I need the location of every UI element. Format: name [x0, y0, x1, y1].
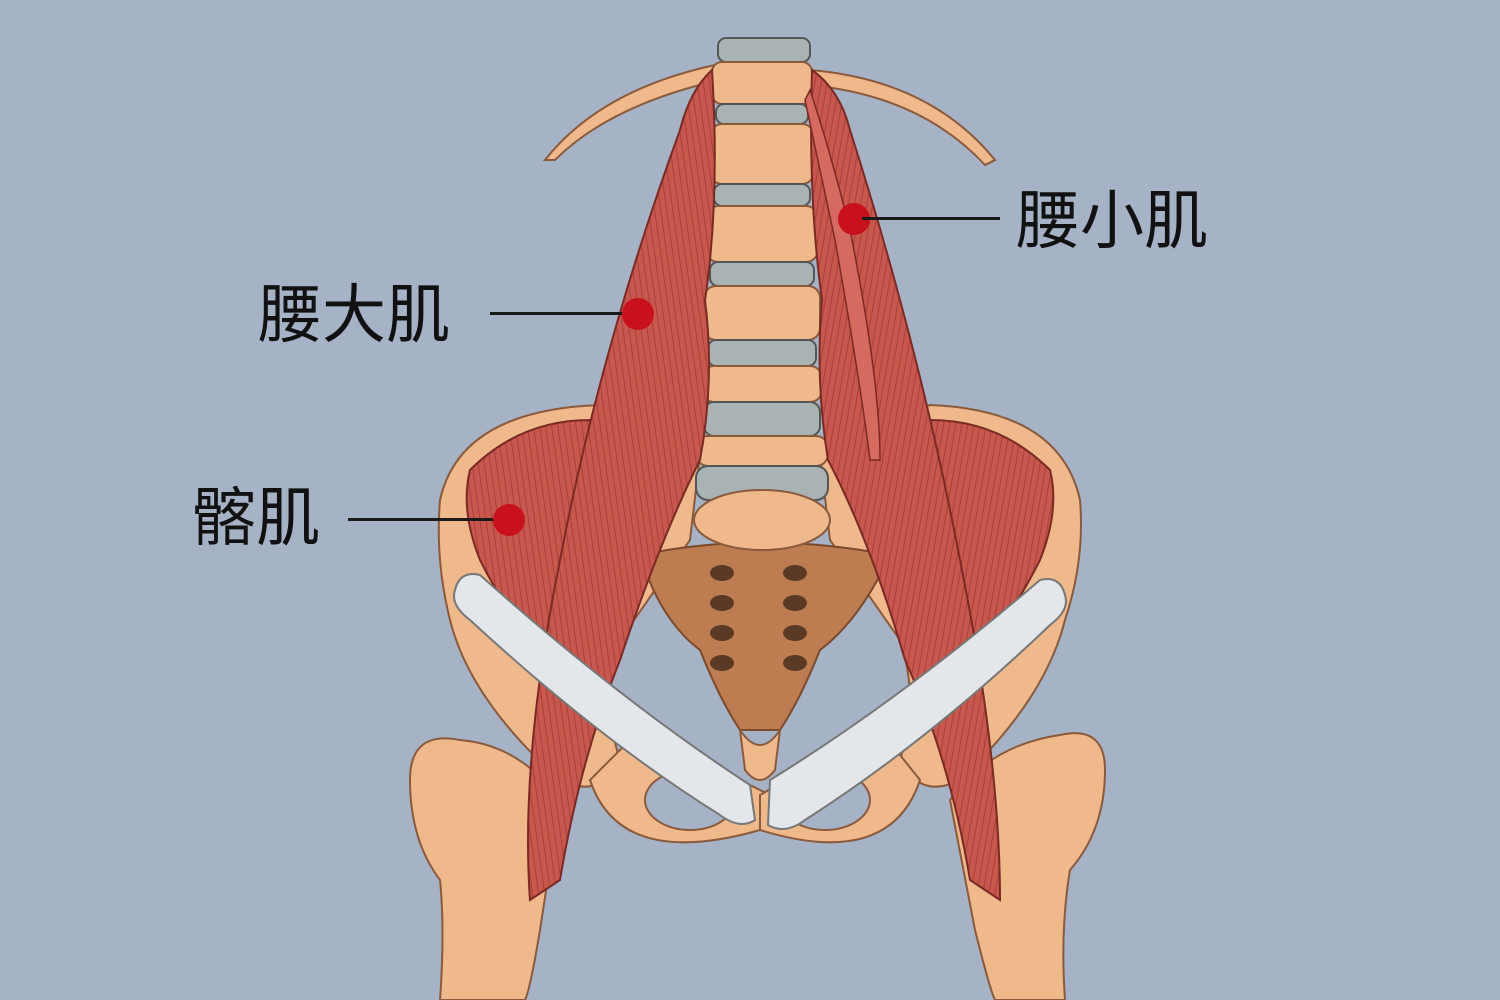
psoas-major-marker — [622, 298, 654, 330]
psoas-minor-leader-line — [862, 217, 1000, 220]
lumbar-spine — [693, 37, 831, 551]
psoas-major-leader-line — [490, 312, 635, 315]
inguinal-ligament-right — [766, 578, 1067, 830]
iliacus-marker — [493, 504, 525, 536]
iliacus-leader-line — [348, 518, 506, 521]
femur-left — [408, 737, 562, 1000]
rib-right — [806, 68, 997, 167]
inguinal-ligament-left — [453, 573, 757, 825]
psoas-major-label: 腰大肌 — [258, 279, 450, 353]
iliacus-label: 髂肌 — [192, 482, 320, 556]
psoas-minor-label: 腰小肌 — [1016, 185, 1208, 259]
psoas-minor-right — [804, 88, 881, 461]
